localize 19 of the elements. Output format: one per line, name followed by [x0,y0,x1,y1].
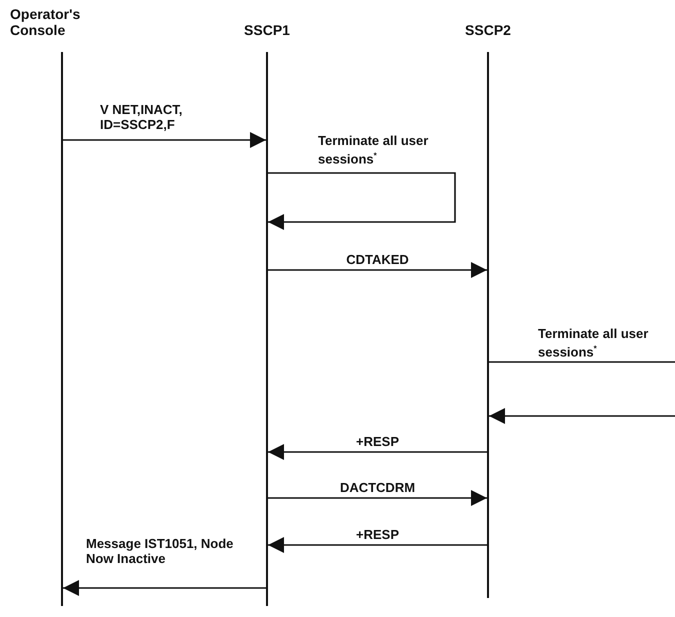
message-arrow [268,444,487,460]
message-arrow [489,408,675,424]
message-label: Terminate all user sessions$^{*}$ [318,133,430,166]
message-label: DACTCDRM [338,480,416,495]
message-arrow [268,172,456,230]
message-label: +RESP [355,527,400,542]
message-label: V NET,INACT, ID=SSCP2,F [100,102,184,132]
lifeline-header: Operator's Console [10,6,82,38]
message-label: Terminate all user sessions$^{*}$ [538,326,650,360]
message-label: Message IST1051, Node Now Inactive [86,536,234,566]
message-arrow [268,490,487,506]
lifeline-header: SSCP2 [465,22,511,38]
message-label: CDTAKED [345,252,410,267]
lifeline-header: SSCP1 [244,22,290,38]
message-arrow [268,262,487,278]
message-arrow [268,537,487,553]
message-arrow [63,132,266,148]
message-label: +RESP [355,434,400,449]
message-arrow [63,580,266,596]
